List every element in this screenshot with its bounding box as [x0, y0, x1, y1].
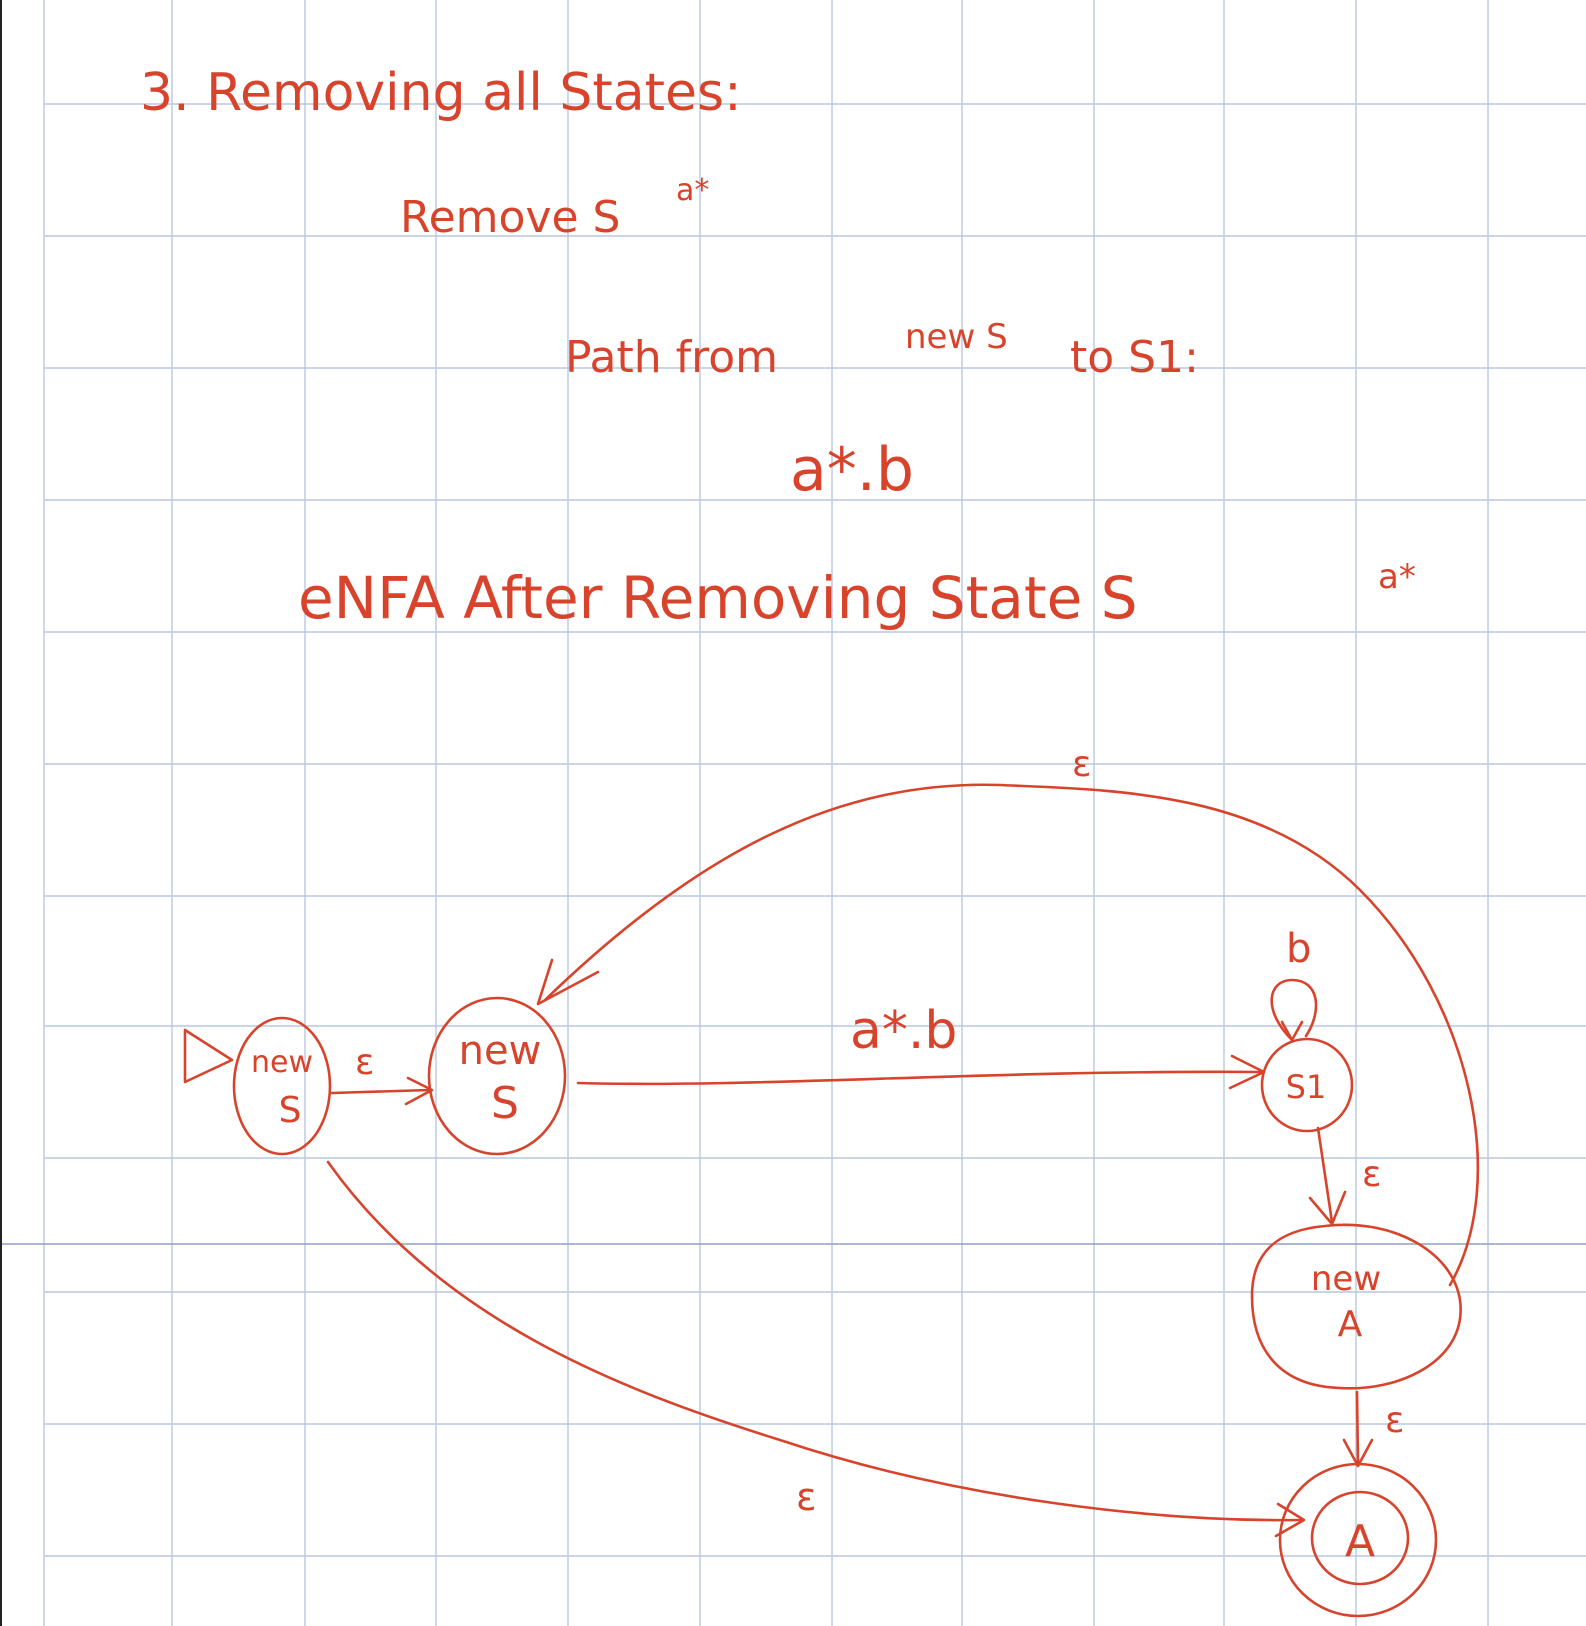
edge-newA-A	[1355, 1390, 1360, 1466]
edge-newS2-S1	[576, 1070, 1264, 1086]
state-newS1-line2: S	[279, 1090, 302, 1131]
edge-newS1-newS2	[330, 1088, 432, 1095]
label-newS1-newS2: ε	[355, 1042, 374, 1083]
state-S1-label: S1	[1286, 1068, 1327, 1106]
state-newS1[interactable]: new S	[232, 1016, 332, 1156]
state-newA-line1: new	[1311, 1259, 1381, 1299]
state-A-outer-circle	[1278, 1462, 1438, 1618]
arrowhead-newS1-newS2-icon	[404, 1076, 434, 1106]
state-S1-circle	[1260, 1037, 1354, 1133]
arrowhead-newA-A-icon	[1342, 1438, 1374, 1468]
path-note-prefix: Path from	[565, 332, 778, 383]
state-newS2-circle	[427, 996, 567, 1156]
path-note-source: new S	[905, 317, 1008, 357]
edge-newA-newS2-arc	[543, 783, 1480, 1287]
remove-step: Remove S a*	[400, 173, 709, 243]
self-loop-S1	[1270, 978, 1318, 1042]
edge-S1-newA	[1316, 1126, 1334, 1224]
state-newS1-line1: new	[251, 1045, 313, 1080]
state-A-inner-circle	[1310, 1490, 1410, 1586]
path-expression: a*.b	[790, 435, 914, 505]
edge-newS1-A-arc	[326, 1160, 1304, 1522]
subtitle: eNFA After Removing State S a*	[298, 557, 1416, 632]
page-heading: 3. Removing all States:	[140, 63, 742, 123]
state-newA-line2: A	[1338, 1304, 1363, 1345]
state-newS2[interactable]: new S	[427, 996, 567, 1156]
state-newS2-line2: S	[491, 1078, 519, 1129]
state-newS1-circle	[232, 1016, 332, 1156]
path-note: Path from new S to S1:	[565, 317, 1199, 383]
subtitle-text: eNFA After Removing State S	[298, 564, 1138, 632]
remove-state-superscript: a*	[676, 173, 709, 208]
arrowhead-self-loop-icon	[1280, 1020, 1304, 1042]
label-newA-newS2: ε	[1072, 744, 1091, 785]
state-newS2-line1: new	[459, 1028, 542, 1074]
label-S1-newA: ε	[1362, 1154, 1381, 1195]
label-newS1-A: ε	[796, 1475, 817, 1519]
label-self-loop: b	[1286, 926, 1311, 972]
start-arrow-icon	[183, 1028, 234, 1084]
state-A-accepting[interactable]: A	[1278, 1462, 1438, 1618]
state-newA[interactable]: new A	[1250, 1223, 1462, 1390]
state-S1[interactable]: S1	[1260, 1037, 1354, 1133]
state-A-label: A	[1345, 1516, 1375, 1567]
label-newS2-S1: a*.b	[850, 1001, 957, 1061]
path-note-suffix: to S1:	[1070, 332, 1199, 383]
label-newA-A: ε	[1385, 1400, 1404, 1441]
state-newA-circle	[1250, 1223, 1462, 1390]
arrowhead-newA-newS2-icon	[536, 958, 600, 1006]
subtitle-superscript: a*	[1378, 557, 1416, 597]
remove-label: Remove S	[400, 192, 620, 243]
edge-labels: ε a*.b b ε ε ε ε	[355, 744, 1404, 1519]
